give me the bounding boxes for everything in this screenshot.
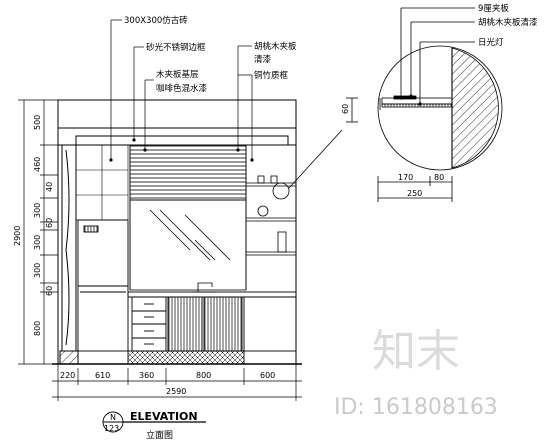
- base-cabinets: [127, 291, 297, 365]
- leader-lines: [110, 19, 253, 160]
- label-veneer-base: 木夹板基层: [156, 69, 199, 80]
- left-dim-460: 460: [33, 157, 42, 172]
- left-dim-60: 60: [45, 218, 54, 228]
- open-shelves: [246, 175, 296, 256]
- bottle: [277, 231, 287, 253]
- label-clear-lacquer: 清漆: [254, 54, 272, 65]
- left-dim-lines: [18, 99, 58, 365]
- label-copper-bamboo: 铜竹质框: [254, 70, 289, 81]
- left-dim-500: 500: [33, 115, 42, 130]
- label-walnut-lacquer: 胡桃木夹板清漆: [478, 17, 538, 28]
- left-dim-40: 40: [45, 182, 54, 192]
- detail-dim-170: 170: [398, 173, 413, 182]
- column-base: [59, 350, 79, 365]
- detail-callout-circle: [272, 182, 290, 200]
- detail-dim-80: 80: [434, 173, 444, 182]
- detail-section: [288, 7, 503, 202]
- bottom-dim-600: 600: [260, 371, 275, 380]
- symbol-letter: N: [110, 413, 116, 422]
- left-dim-total: 2900: [13, 226, 22, 246]
- left-column: [61, 144, 77, 352]
- label-walnut-panel: 胡桃木夹板: [254, 41, 297, 52]
- symbol-number: 123: [104, 424, 119, 433]
- jar: [257, 205, 269, 217]
- left-dim-300b: 300: [33, 235, 42, 250]
- bottom-dim-220: 220: [60, 371, 75, 380]
- wall-hatch: [451, 47, 499, 169]
- detail-circle: [377, 45, 503, 171]
- tile-wall: [75, 144, 129, 221]
- title-block: N 123 ELEVATION 立面图: [102, 410, 206, 441]
- left-dim-300c: 300: [33, 263, 42, 278]
- label-tile: 300X300仿古砖: [124, 15, 188, 26]
- bottom-dim-360: 360: [139, 371, 154, 380]
- left-dim-60b: 60: [45, 286, 54, 296]
- label-steel-edge: 砂光不锈钢边框: [146, 42, 206, 53]
- label-veneer-finish: 咖啡色混水漆: [156, 83, 208, 94]
- left-dim-800: 800: [33, 321, 42, 336]
- watermark-id: ID: 161808163: [334, 395, 498, 420]
- watermark-brand: 知末: [372, 326, 460, 377]
- refrigerator: [77, 219, 129, 352]
- bottom-dim-610: 610: [95, 371, 110, 380]
- left-dim-300a: 300: [33, 203, 42, 218]
- bottom-dim-800: 800: [196, 371, 211, 380]
- bottom-dim-total: 2590: [166, 387, 186, 396]
- label-fluorescent: 日光灯: [478, 37, 504, 48]
- detail-dots: [399, 94, 422, 106]
- drawing-title: ELEVATION: [130, 410, 198, 423]
- detail-dim-60: 60: [341, 104, 350, 114]
- bottom-dim-lines: [52, 364, 302, 401]
- label-plywood: 9厘夹板: [478, 3, 509, 14]
- leader-dots: [109, 138, 254, 162]
- faucet: [192, 282, 216, 293]
- roller-blind: [129, 144, 247, 290]
- window-glass: [129, 199, 247, 291]
- drawing-subtitle: 立面图: [146, 429, 173, 441]
- detail-dim-250: 250: [407, 189, 422, 198]
- cornice-rail: [75, 135, 289, 146]
